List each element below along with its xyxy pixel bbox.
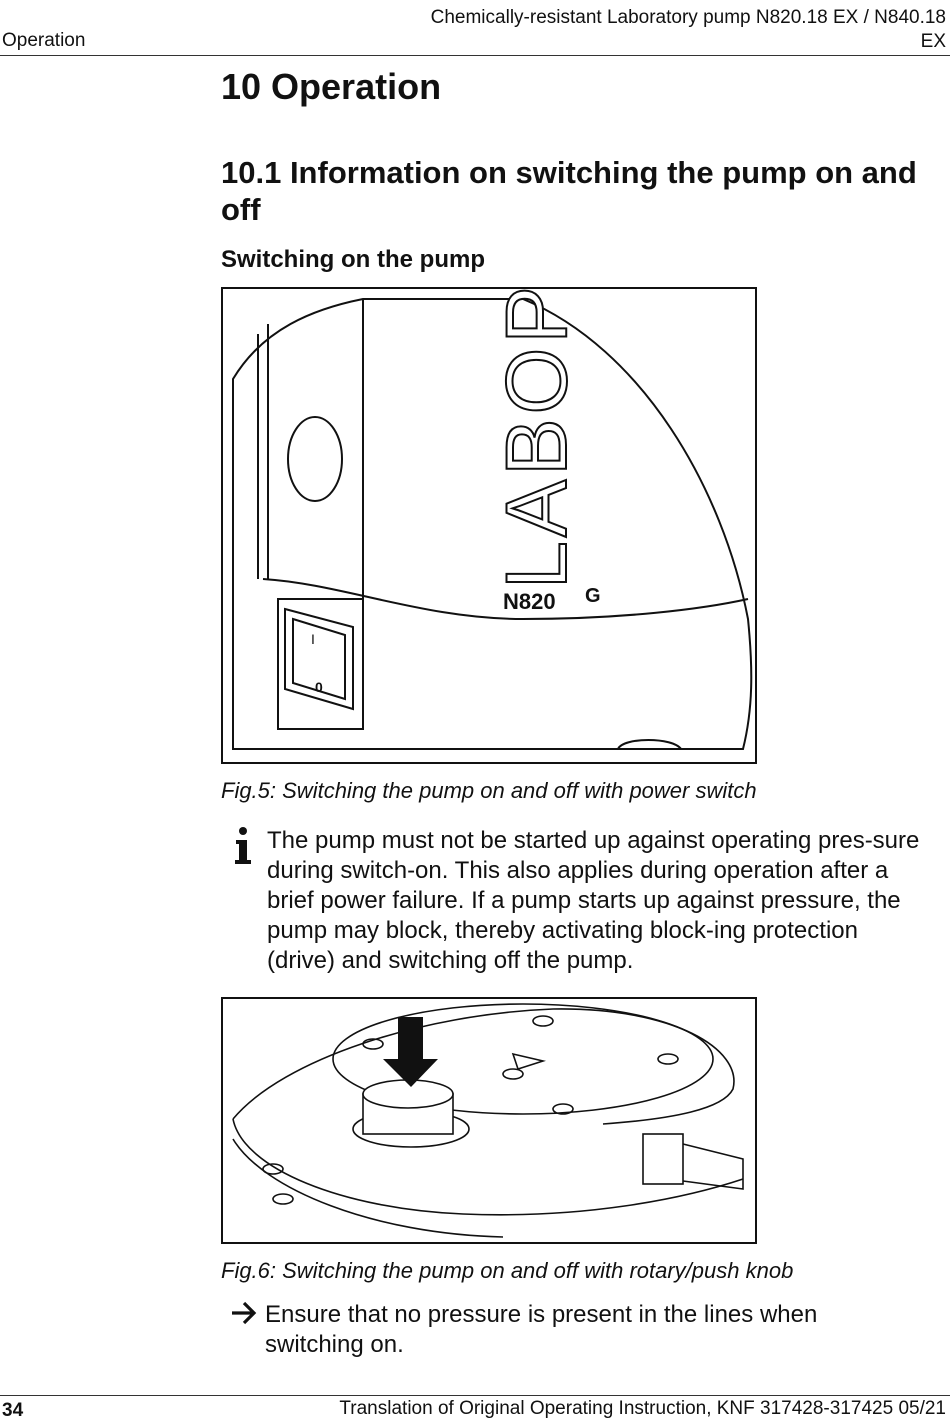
page-number: 34 bbox=[2, 1400, 24, 1421]
pump-housing-drawing bbox=[232, 298, 753, 750]
figure-6-caption: Fig.6: Switching the pump on and off wit… bbox=[221, 1258, 794, 1283]
model-suffix: G bbox=[585, 585, 601, 607]
chapter-title: 10 Operation bbox=[221, 66, 442, 107]
header-title-line1: Chemically-resistant Laboratory pump N82… bbox=[430, 7, 946, 28]
header-section: Operation bbox=[2, 30, 86, 51]
footer-divider bbox=[0, 1395, 950, 1396]
header-title-line2: EX bbox=[920, 31, 946, 52]
header-divider bbox=[0, 55, 950, 56]
figure-6-rotary-push-knob bbox=[221, 997, 757, 1244]
model-label: N820 bbox=[503, 589, 556, 614]
footer-text: Translation of Original Operating Instru… bbox=[339, 1398, 946, 1419]
step-instruction: Ensure that no pressure is present in th… bbox=[265, 1301, 818, 1358]
figure-5-pump-power-switch: LABOP N820 G I 0 bbox=[221, 287, 757, 764]
note-text: The pump must not be started up against … bbox=[267, 827, 920, 974]
arrow-right-icon bbox=[230, 1300, 258, 1333]
switch-off-mark: 0 bbox=[315, 679, 323, 695]
switch-on-mark: I bbox=[311, 631, 315, 647]
info-icon bbox=[234, 826, 252, 866]
header-document-title: Chemically-resistant Laboratory pump N82… bbox=[431, 6, 946, 54]
section-title: 10.1 Information on switching the pump o… bbox=[221, 155, 917, 227]
subheading: Switching on the pump bbox=[221, 246, 485, 273]
brand-lettering: LABOP bbox=[488, 287, 586, 590]
figure-5-caption: Fig.5: Switching the pump on and off wit… bbox=[221, 778, 757, 803]
pump-top-drawing bbox=[232, 1003, 744, 1238]
